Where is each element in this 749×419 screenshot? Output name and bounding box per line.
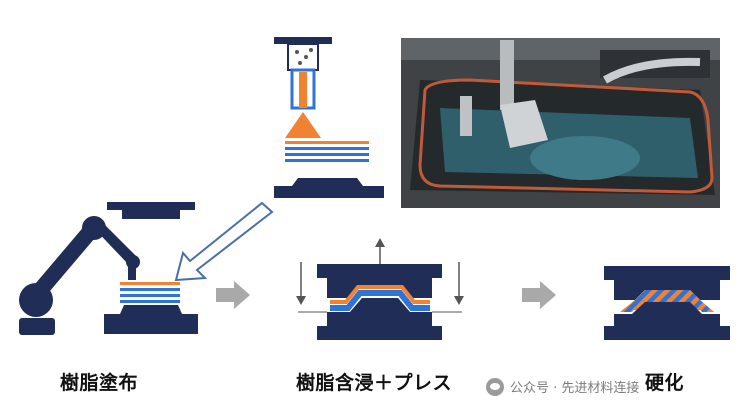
caption-impregnation-press: 樹脂含浸＋プレス (296, 372, 453, 394)
printer-nozzle (274, 37, 332, 138)
step-arrow-2 (522, 281, 556, 309)
watermark: 公众号 · 先进材料连接 (486, 377, 639, 396)
press-arrows (296, 238, 464, 313)
caption-resin-coating: 樹脂塗布 (60, 372, 139, 394)
mold-photo (401, 38, 720, 208)
robot-arm (19, 216, 140, 335)
resin-layers-left (120, 282, 180, 303)
caption-curing: 硬化 (645, 372, 685, 394)
transfer-arrow (174, 201, 274, 282)
cure-lower-mold (604, 302, 730, 340)
watermark-text: 公众号 · 先进材料连接 (510, 381, 640, 396)
upper-mold-left (107, 202, 195, 219)
lower-mold-left (104, 305, 198, 334)
wechat-icon (486, 377, 504, 396)
press-lower-mold (317, 298, 442, 340)
printed-layers-top (285, 141, 369, 162)
print-platform (274, 178, 384, 198)
press-part (330, 285, 430, 311)
step-arrow-1 (216, 281, 250, 309)
